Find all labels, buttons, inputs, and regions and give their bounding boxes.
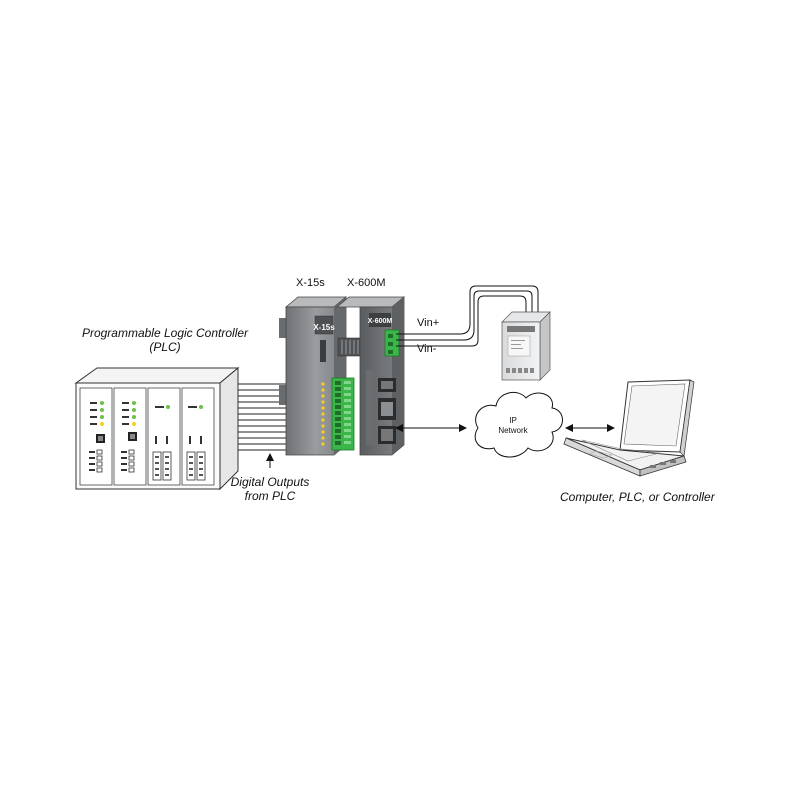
x15s-label: X-15s bbox=[296, 277, 325, 289]
laptop-icon bbox=[563, 379, 695, 477]
ip-label-line2: Network bbox=[498, 426, 528, 435]
x15s-badge: X-15s bbox=[313, 323, 335, 332]
ip-network-cloud-icon bbox=[474, 391, 563, 458]
digital-outputs-line2: from PLC bbox=[244, 489, 296, 503]
plc-module-3 bbox=[147, 387, 181, 486]
plc-module-1 bbox=[79, 387, 113, 486]
x600m-module-icon: X-600M bbox=[335, 296, 406, 456]
x600m-label: X-600M bbox=[347, 277, 386, 289]
power-supply-icon bbox=[501, 311, 551, 381]
x15s-module-icon: X-15s bbox=[279, 296, 355, 456]
computer-label: Computer, PLC, or Controller bbox=[560, 490, 715, 504]
digital-outputs-label: Digital Outputs from PLC bbox=[222, 475, 318, 503]
x600m-badge: X-600M bbox=[368, 318, 393, 325]
plc-module-2 bbox=[113, 387, 147, 486]
vin-plus-label: Vin+ bbox=[417, 317, 440, 329]
x15s-leds bbox=[321, 382, 325, 446]
module-ribbon-connector bbox=[337, 337, 365, 357]
power-wires bbox=[396, 285, 539, 347]
digital-outputs-line1: Digital Outputs bbox=[230, 475, 310, 489]
x15s-terminal-block bbox=[331, 377, 355, 451]
plc-title-line2: (PLC) bbox=[149, 340, 181, 354]
ip-label-line1: IP bbox=[509, 416, 517, 425]
ip-network-label: IP Network bbox=[493, 416, 533, 436]
vin-minus-label: Vin- bbox=[417, 343, 437, 355]
plc-module-4 bbox=[181, 387, 215, 486]
plc-title-line1: Programmable Logic Controller bbox=[81, 326, 249, 340]
plc-rack-icon bbox=[74, 366, 240, 491]
plc-title: Programmable Logic Controller (PLC) bbox=[80, 326, 250, 354]
